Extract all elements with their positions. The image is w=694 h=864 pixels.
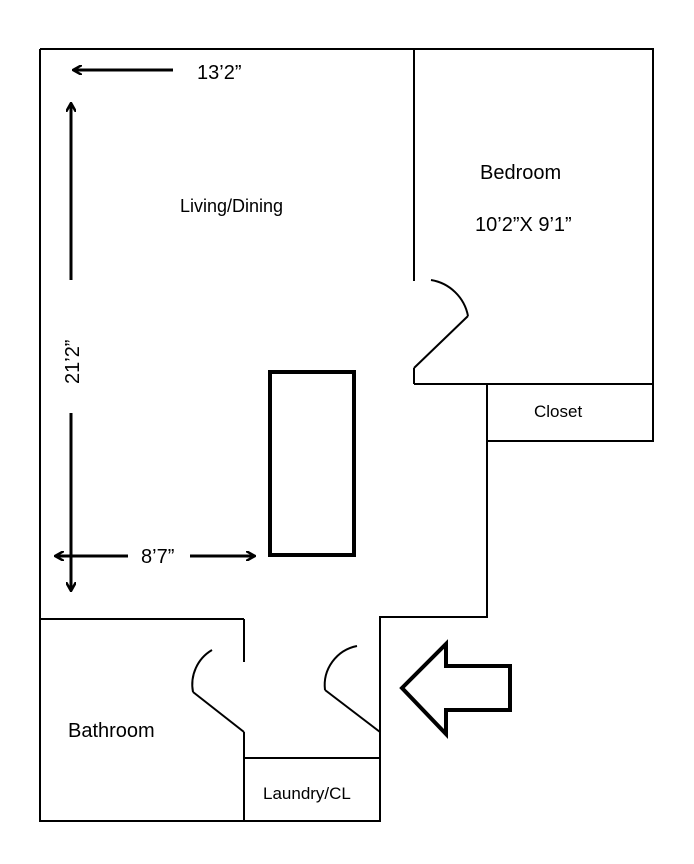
width-top-label: 13’2” [197, 62, 241, 84]
bedroom-door [413, 279, 469, 369]
laundry-label: Laundry/CL [263, 784, 351, 803]
bathroom-label: Bathroom [68, 720, 155, 742]
bathroom-door [191, 649, 245, 733]
entry-arrow-icon [399, 639, 512, 739]
closet-label: Closet [534, 402, 582, 421]
outer-wall [39, 48, 654, 822]
doors [191, 279, 469, 733]
width-bottom-label: 8’7” [141, 546, 174, 568]
bedroom-size-label: 10’2”X 9’1” [475, 214, 572, 236]
walls [39, 48, 654, 822]
bedroom-label: Bedroom [480, 162, 561, 184]
island-counter [268, 370, 356, 557]
living-dining-label: Living/Dining [180, 196, 283, 216]
entry-door [323, 645, 381, 733]
height-left-label: 21’2” [62, 340, 84, 384]
dimension-lines [56, 70, 254, 590]
